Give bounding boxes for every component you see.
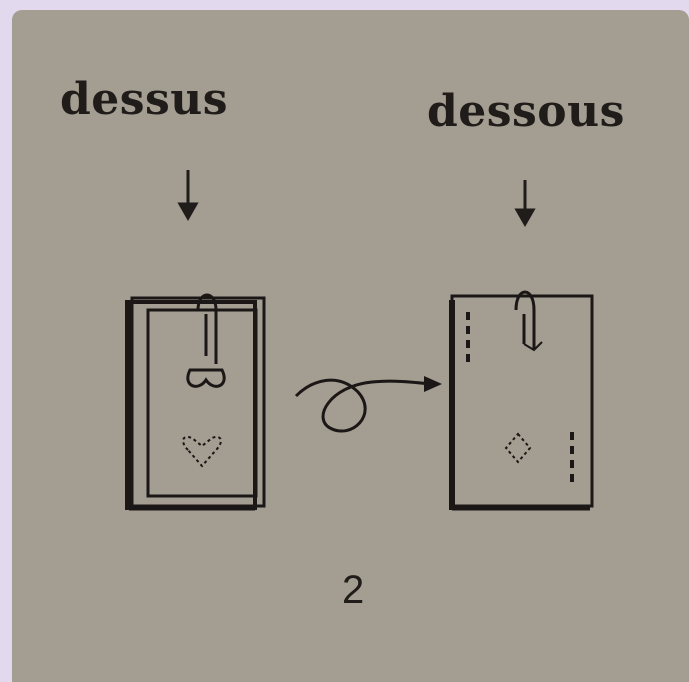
card-face-icon xyxy=(452,292,592,510)
down-arrow-icon xyxy=(180,170,196,218)
page-number: 2 xyxy=(342,568,364,613)
card-back-icon xyxy=(127,295,264,508)
paper-scan: dessus dessous xyxy=(12,10,689,682)
down-arrow-icon xyxy=(517,180,533,224)
curved-turn-arrow-icon xyxy=(296,376,442,431)
